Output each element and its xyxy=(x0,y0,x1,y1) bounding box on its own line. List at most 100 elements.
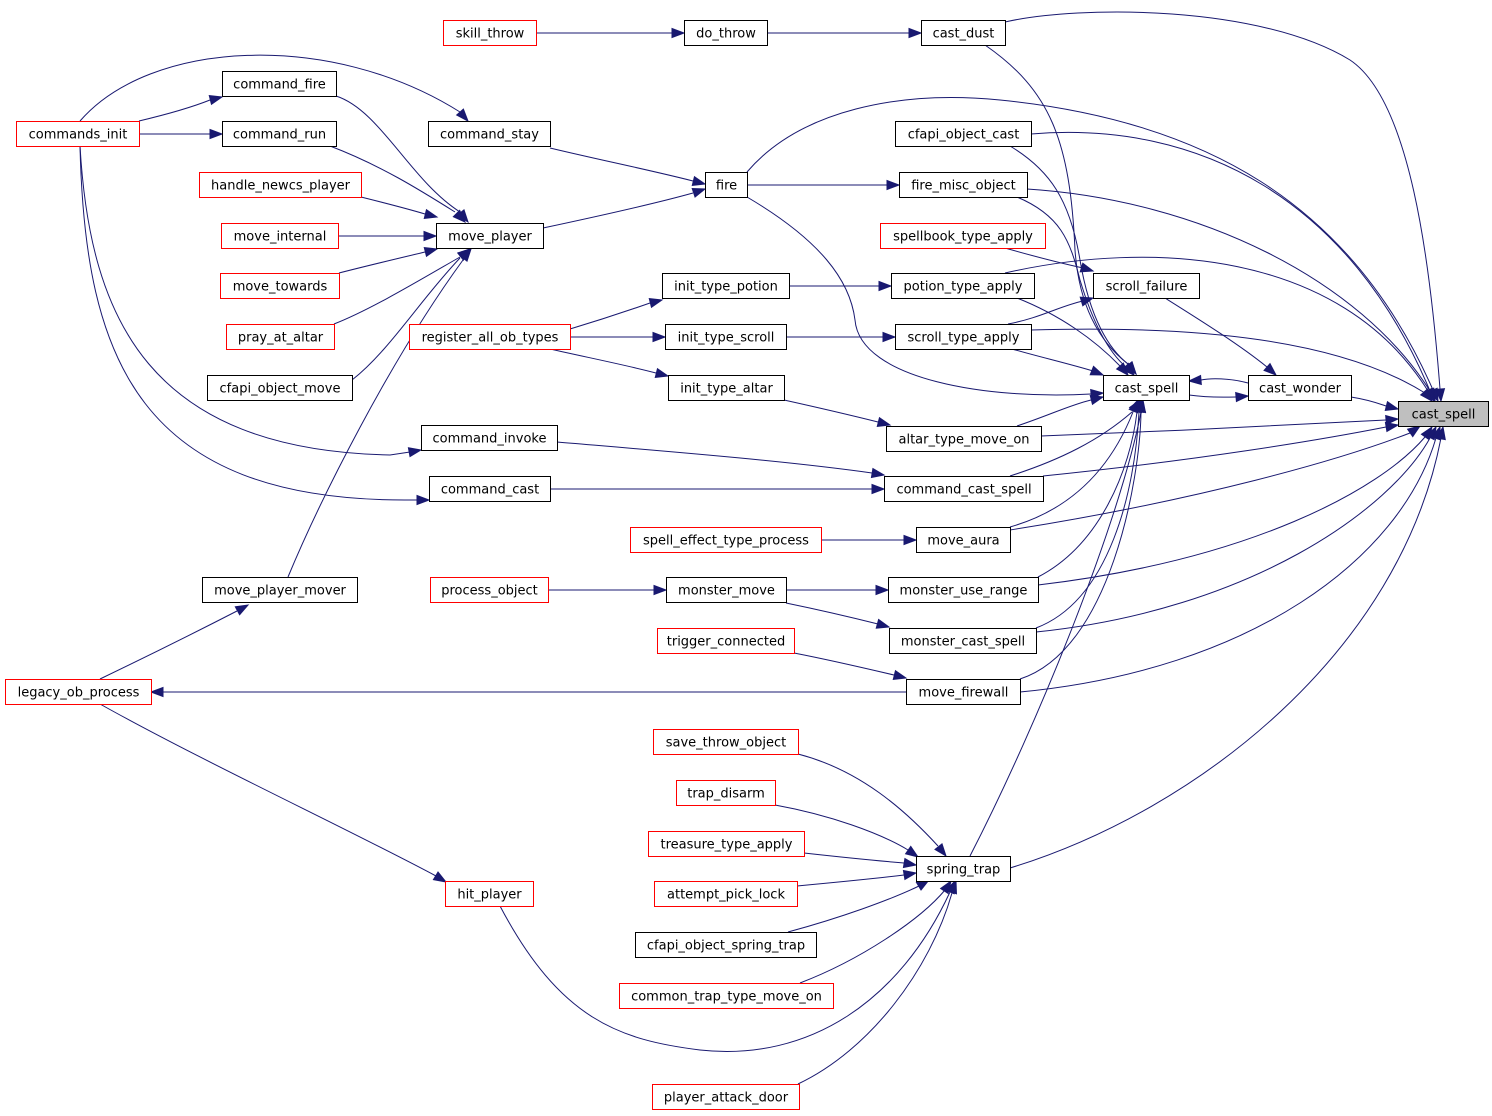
node-box[interactable] xyxy=(5,679,152,705)
node-treasure-type-apply[interactable]: treasure_type_apply xyxy=(648,831,805,857)
node-altar-type-move-on[interactable]: altar_type_move_on xyxy=(886,426,1042,452)
node-box[interactable] xyxy=(430,577,549,603)
node-box[interactable] xyxy=(409,324,571,350)
node-cast-spell-mid[interactable]: cast_spell xyxy=(1103,375,1190,401)
node-box[interactable] xyxy=(202,577,358,603)
node-potion-type-apply[interactable]: potion_type_apply xyxy=(891,273,1035,299)
node-attempt-pick-lock[interactable]: attempt_pick_lock xyxy=(654,881,798,907)
node-box[interactable] xyxy=(668,375,785,401)
node-box[interactable] xyxy=(886,426,1042,452)
node-cfapi-object-cast[interactable]: cfapi_object_cast xyxy=(895,121,1032,147)
node-box[interactable] xyxy=(445,881,534,907)
node-move-firewall[interactable]: move_firewall xyxy=(906,679,1021,705)
node-handle-newcs-player[interactable]: handle_newcs_player xyxy=(199,172,362,198)
node-box[interactable] xyxy=(884,476,1044,502)
node-box[interactable] xyxy=(207,375,353,401)
node-box[interactable] xyxy=(654,881,798,907)
node-cfapi-object-move[interactable]: cfapi_object_move xyxy=(207,375,353,401)
node-scroll-failure[interactable]: scroll_failure xyxy=(1093,273,1200,299)
node-box[interactable] xyxy=(436,223,544,249)
node-box[interactable] xyxy=(921,20,1006,46)
node-save-throw-object[interactable]: save_throw_object xyxy=(653,729,799,755)
node-box[interactable] xyxy=(220,273,340,299)
node-move-player[interactable]: move_player xyxy=(436,223,544,249)
node-fire-misc-object[interactable]: fire_misc_object xyxy=(899,172,1028,198)
node-box[interactable] xyxy=(916,527,1011,553)
node-box[interactable] xyxy=(630,527,822,553)
node-box[interactable] xyxy=(665,324,787,350)
node-box[interactable] xyxy=(684,20,768,46)
node-box[interactable] xyxy=(880,223,1046,249)
node-command-fire[interactable]: command_fire xyxy=(222,71,337,97)
node-spell-effect-type-process[interactable]: spell_effect_type_process xyxy=(630,527,822,553)
node-init-type-altar[interactable]: init_type_altar xyxy=(668,375,785,401)
node-box[interactable] xyxy=(666,577,787,603)
node-box[interactable] xyxy=(888,577,1039,603)
node-trap-disarm[interactable]: trap_disarm xyxy=(676,780,776,806)
node-legacy-ob-process[interactable]: legacy_ob_process xyxy=(5,679,152,705)
node-box[interactable] xyxy=(16,121,140,147)
node-box[interactable] xyxy=(891,273,1035,299)
node-box[interactable] xyxy=(421,425,558,451)
node-cast-wonder[interactable]: cast_wonder xyxy=(1248,375,1352,401)
node-box[interactable] xyxy=(635,932,817,958)
node-box[interactable] xyxy=(226,324,335,350)
node-init-type-scroll[interactable]: init_type_scroll xyxy=(665,324,787,350)
node-box[interactable] xyxy=(222,71,337,97)
node-skill-throw[interactable]: skill_throw xyxy=(443,20,537,46)
node-cast-dust[interactable]: cast_dust xyxy=(921,20,1006,46)
node-box[interactable] xyxy=(653,729,799,755)
node-box[interactable] xyxy=(222,121,337,147)
node-hit-player[interactable]: hit_player xyxy=(445,881,534,907)
node-box[interactable] xyxy=(428,121,551,147)
node-monster-use-range[interactable]: monster_use_range xyxy=(888,577,1039,603)
node-box[interactable] xyxy=(221,223,339,249)
node-box[interactable] xyxy=(676,780,776,806)
node-box[interactable] xyxy=(652,1084,800,1110)
node-box[interactable] xyxy=(657,628,795,654)
node-move-player-mover[interactable]: move_player_mover xyxy=(202,577,358,603)
node-box[interactable] xyxy=(899,172,1028,198)
node-monster-move[interactable]: monster_move xyxy=(666,577,787,603)
node-box[interactable] xyxy=(443,20,537,46)
node-player-attack-door[interactable]: player_attack_door xyxy=(652,1084,800,1110)
node-spring-trap[interactable]: spring_trap xyxy=(916,856,1011,882)
node-box[interactable] xyxy=(619,983,834,1009)
node-box[interactable] xyxy=(906,679,1021,705)
node-spellbook-type-apply[interactable]: spellbook_type_apply xyxy=(880,223,1046,249)
node-box[interactable] xyxy=(662,273,790,299)
node-box[interactable] xyxy=(1398,401,1489,427)
node-command-cast-spell[interactable]: command_cast_spell xyxy=(884,476,1044,502)
node-command-stay[interactable]: command_stay xyxy=(428,121,551,147)
node-move-aura[interactable]: move_aura xyxy=(916,527,1011,553)
node-scroll-type-apply[interactable]: scroll_type_apply xyxy=(895,324,1032,350)
node-box[interactable] xyxy=(916,856,1011,882)
node-register-all-ob-types[interactable]: register_all_ob_types xyxy=(409,324,571,350)
node-cfapi-object-spring-trap[interactable]: cfapi_object_spring_trap xyxy=(635,932,817,958)
node-box[interactable] xyxy=(705,172,748,198)
node-box[interactable] xyxy=(1103,375,1190,401)
node-fire[interactable]: fire xyxy=(705,172,748,198)
node-box[interactable] xyxy=(1093,273,1200,299)
node-move-towards[interactable]: move_towards xyxy=(220,273,340,299)
node-do-throw[interactable]: do_throw xyxy=(684,20,768,46)
node-box[interactable] xyxy=(895,121,1032,147)
node-init-type-potion[interactable]: init_type_potion xyxy=(662,273,790,299)
node-command-cast[interactable]: command_cast xyxy=(429,476,551,502)
node-commands-init[interactable]: commands_init xyxy=(16,121,140,147)
node-box[interactable] xyxy=(648,831,805,857)
node-move-internal[interactable]: move_internal xyxy=(221,223,339,249)
node-box[interactable] xyxy=(199,172,362,198)
node-command-invoke[interactable]: command_invoke xyxy=(421,425,558,451)
node-process-object[interactable]: process_object xyxy=(430,577,549,603)
node-cast-spell-root[interactable]: cast_spell xyxy=(1398,401,1489,427)
node-trigger-connected[interactable]: trigger_connected xyxy=(657,628,795,654)
node-box[interactable] xyxy=(1248,375,1352,401)
node-pray-at-altar[interactable]: pray_at_altar xyxy=(226,324,335,350)
node-common-trap-type-move-on[interactable]: common_trap_type_move_on xyxy=(619,983,834,1009)
node-box[interactable] xyxy=(895,324,1032,350)
node-box[interactable] xyxy=(429,476,551,502)
node-monster-cast-spell[interactable]: monster_cast_spell xyxy=(889,628,1037,654)
node-box[interactable] xyxy=(889,628,1037,654)
node-command-run[interactable]: command_run xyxy=(222,121,337,147)
